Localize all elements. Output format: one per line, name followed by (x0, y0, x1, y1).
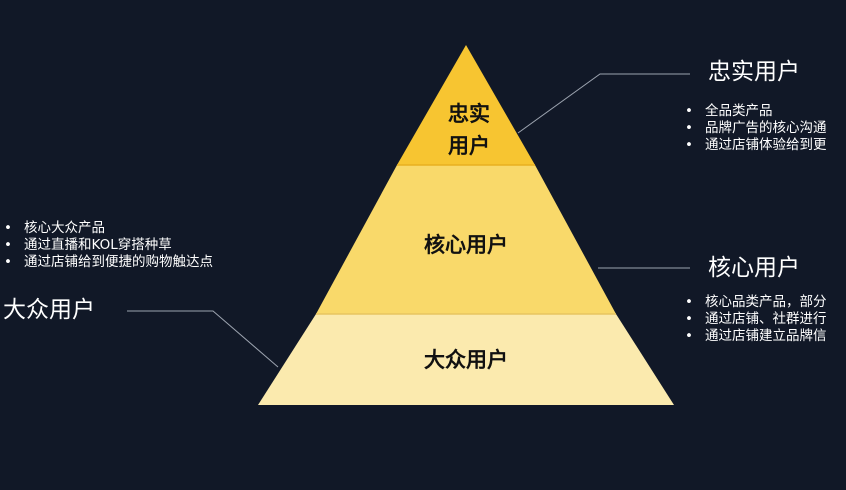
bullet-item: 通过店铺、社群进行 (683, 311, 827, 328)
bullet-item: 通过直播和KOL穿搭种草 (2, 237, 213, 254)
callout-mass-bullets: 核心大众产品 通过直播和KOL穿搭种草 通过店铺给到便捷的购物触达点 (2, 220, 213, 271)
bullet-item: 通过店铺建立品牌信 (683, 328, 827, 345)
tier-mass (258, 314, 674, 405)
tier-core-label: 核心用户 (424, 233, 508, 257)
bullet-item: 核心大众产品 (2, 220, 213, 237)
tier-loyal (397, 45, 535, 165)
leader-line-mass (127, 310, 279, 368)
callout-loyal-title: 忠实用户 (708, 59, 800, 85)
leader-line-loyal (517, 73, 690, 134)
callout-mass-title: 大众用户 (3, 297, 95, 323)
bullet-item: 品牌广告的核心沟通 (683, 120, 827, 137)
bullet-item: 通过店铺给到便捷的购物触达点 (2, 254, 213, 271)
bullet-item: 全品类产品 (683, 103, 827, 120)
callout-core-title: 核心用户 (708, 255, 800, 281)
bullet-item: 核心品类产品，部分 (683, 294, 827, 311)
tier-loyal-label-2: 用户 (448, 134, 490, 158)
callout-core-bullets: 核心品类产品，部分 通过店铺、社群进行 通过店铺建立品牌信 (683, 294, 827, 345)
tier-loyal-label-1: 忠实 (448, 102, 490, 126)
tier-mass-label: 大众用户 (424, 348, 508, 372)
bullet-item: 通过店铺体验给到更 (683, 137, 827, 154)
callout-loyal-bullets: 全品类产品 品牌广告的核心沟通 通过店铺体验给到更 (683, 103, 827, 154)
tier-core (316, 165, 616, 314)
